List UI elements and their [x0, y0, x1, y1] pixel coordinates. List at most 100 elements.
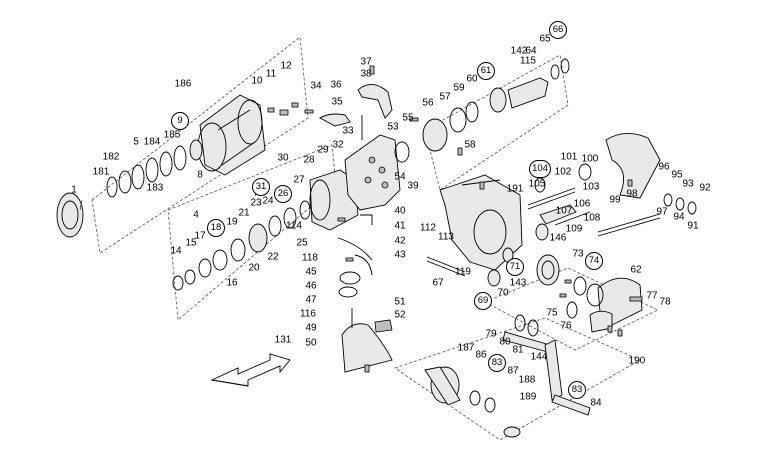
direction-arrow-icon-base: [211, 379, 249, 387]
screw-part: [304, 109, 314, 114]
part-label-circled: 69: [474, 292, 492, 310]
ring-part: [338, 286, 358, 298]
part-label: 84: [590, 397, 602, 409]
part-label: 115: [520, 55, 536, 67]
rotor-part: [309, 169, 359, 231]
screw-part: [607, 325, 613, 333]
pinion-gear-part: [507, 77, 549, 109]
part-label: 64: [525, 45, 537, 57]
part-label: 45: [305, 266, 317, 278]
part-label: 34: [310, 80, 322, 92]
side-guard-part: [605, 133, 661, 199]
body-hole: [378, 166, 386, 174]
part-label: 185: [163, 129, 181, 141]
part-label: 56: [422, 97, 434, 109]
part-label: 60: [466, 73, 478, 85]
bearing-part: [527, 319, 539, 337]
screw-part: [564, 279, 572, 284]
bearing-part: [422, 118, 448, 152]
part-label: 181: [92, 166, 110, 178]
bearing-part: [487, 269, 501, 287]
part-label: 23: [250, 197, 262, 209]
screw-part: [559, 293, 567, 298]
part-label: 107: [555, 205, 573, 217]
part-label: 119: [455, 266, 471, 278]
bail-arm-part: [357, 84, 393, 119]
spool-line: [221, 141, 256, 166]
part-label: 91: [687, 220, 699, 232]
shaft-106: [527, 191, 576, 210]
cap-part-189: [503, 426, 521, 438]
part-label: 20: [248, 262, 260, 274]
part-label: 33: [342, 125, 354, 137]
foot-part: [341, 323, 393, 373]
screw-part: [345, 257, 354, 262]
washer-part: [573, 276, 587, 296]
handle-group-box: [394, 317, 641, 441]
part-label: 93: [682, 178, 694, 190]
rotor-rim: [309, 179, 331, 221]
part-label: 98: [626, 188, 638, 200]
part-label: 19: [226, 216, 238, 228]
wire-part-40: [360, 214, 373, 225]
part-label: 28: [303, 154, 315, 166]
part-label: 92: [699, 182, 711, 194]
part-label: 191: [506, 183, 524, 195]
part-label-circled: 71: [506, 258, 524, 276]
washer-part: [145, 157, 159, 183]
gear-part-146: [535, 223, 549, 241]
part-label: 47: [305, 294, 317, 306]
washer-part: [560, 58, 570, 74]
screw-part: [627, 179, 633, 187]
part-label: 1: [71, 184, 77, 196]
part-label: 188: [518, 374, 536, 386]
part-label: 53: [387, 121, 399, 133]
part-label: 12: [280, 60, 292, 72]
washer-part: [299, 200, 311, 220]
drive-gear-hub: [541, 260, 555, 280]
part-label: 32: [332, 139, 344, 151]
part-label-circled: 83: [568, 381, 586, 399]
part-label: 22: [267, 251, 279, 263]
slider-part-107: [539, 204, 577, 225]
part-label: 144: [530, 351, 548, 363]
washer-part: [469, 390, 481, 406]
part-label: 65: [539, 33, 551, 45]
part-label: 25: [296, 237, 308, 249]
part-label: 96: [658, 161, 670, 173]
part-label-circled: 9: [171, 112, 189, 130]
part-label: 105: [528, 178, 546, 190]
part-label: 49: [305, 322, 317, 334]
bail-part-35: [319, 113, 351, 127]
part-label: 50: [305, 337, 317, 349]
part-label: 51: [394, 296, 406, 308]
nut-part: [550, 64, 560, 80]
washer-part: [663, 193, 673, 207]
bearing-part: [514, 314, 526, 332]
part-label: 59: [453, 82, 465, 94]
part-label: 52: [394, 309, 406, 321]
part-label: 62: [630, 264, 642, 276]
washer-part: [118, 170, 132, 194]
part-label: 67: [432, 277, 444, 289]
part-label-circled: 74: [585, 252, 603, 270]
part-label: 15: [185, 237, 197, 249]
part-label: 114: [286, 220, 302, 232]
part-label: 86: [475, 349, 487, 361]
part-label: 184: [143, 136, 161, 148]
screw-part: [291, 102, 299, 108]
bearing-part: [198, 258, 212, 278]
handle-arm-part: [544, 339, 563, 401]
body-hole: [381, 181, 389, 189]
part-label: 10: [251, 75, 263, 87]
part-label: 5: [133, 136, 139, 148]
part-label: 112: [420, 222, 436, 234]
screw-part: [267, 107, 275, 113]
screw-part: [479, 181, 485, 190]
part-label: 29: [317, 144, 329, 156]
part-label: 73: [572, 248, 584, 260]
part-label: 76: [560, 320, 572, 332]
part-label: 142: [510, 45, 528, 57]
spool-group-box: [91, 36, 309, 254]
